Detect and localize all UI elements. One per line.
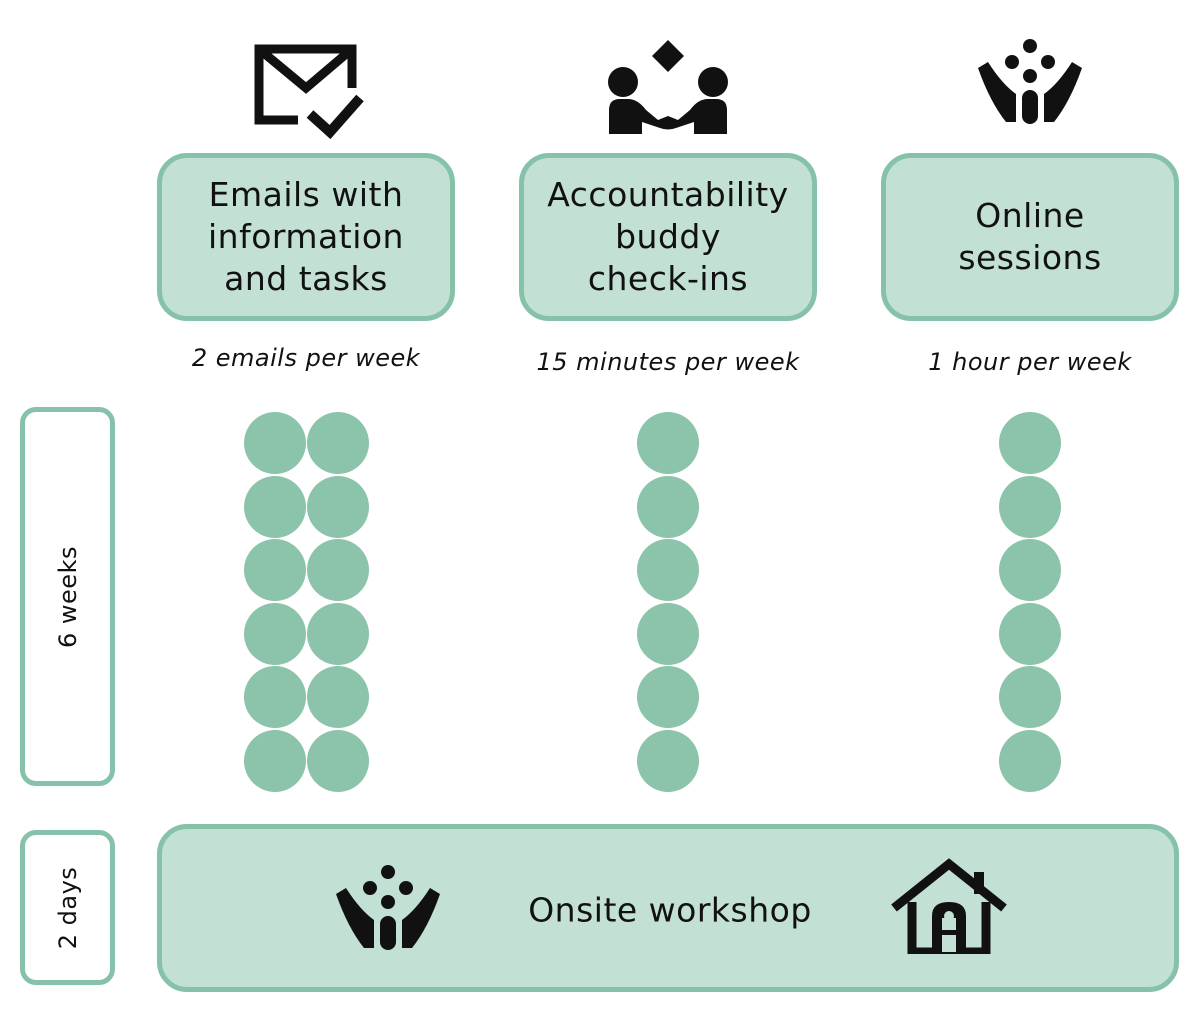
card-buddy-title: Accountability buddy check-ins (547, 175, 789, 298)
duration-6-weeks: 6 weeks (20, 407, 115, 786)
duration-2-days: 2 days (20, 830, 115, 985)
week-dot-online (999, 729, 1061, 792)
week-dot-emails (243, 666, 306, 728)
week-dot-emails (243, 412, 306, 474)
house-icon (891, 858, 1007, 954)
week-dot-buddy (637, 729, 699, 792)
week-dot-emails (306, 602, 369, 665)
week-dot-online (999, 666, 1061, 728)
week-dot-emails (306, 666, 369, 728)
duration-6-weeks-label: 6 weeks (53, 545, 82, 648)
card-online-title: Online sessions (958, 196, 1102, 277)
frequency-online: 1 hour per week (928, 348, 1132, 376)
week-dot-buddy (637, 602, 699, 665)
card-emails-title: Emails with information and tasks (208, 175, 404, 298)
week-dot-online (999, 412, 1061, 474)
week-dot-buddy (637, 475, 699, 538)
card-emails: Emails with information and tasks (157, 153, 455, 321)
handshake-people-icon (608, 40, 728, 134)
week-dot-emails (306, 412, 369, 474)
community-icon (978, 39, 1082, 124)
week-dot-emails (243, 729, 306, 792)
frequency-emails: 2 emails per week (191, 344, 421, 372)
week-dot-emails (306, 729, 369, 792)
week-dot-emails (306, 539, 369, 601)
week-dot-emails (243, 475, 306, 538)
card-buddy: Accountability buddy check-ins (519, 153, 817, 321)
week-dot-emails (306, 475, 369, 538)
community-icon (336, 865, 440, 950)
week-dot-buddy (637, 412, 699, 474)
week-dot-buddy (637, 539, 699, 601)
week-dot-online (999, 539, 1061, 601)
week-dot-online (999, 475, 1061, 538)
week-dot-buddy (637, 666, 699, 728)
envelope-check-icon (254, 44, 364, 140)
duration-2-days-label: 2 days (53, 866, 82, 949)
week-dot-emails (243, 602, 306, 665)
week-dot-online (999, 602, 1061, 665)
workshop-label: Onsite workshop (528, 890, 812, 930)
card-online: Online sessions (881, 153, 1179, 321)
frequency-buddy: 15 minutes per week (536, 348, 800, 376)
workshop-bar (157, 824, 1179, 992)
week-dot-emails (243, 539, 306, 601)
